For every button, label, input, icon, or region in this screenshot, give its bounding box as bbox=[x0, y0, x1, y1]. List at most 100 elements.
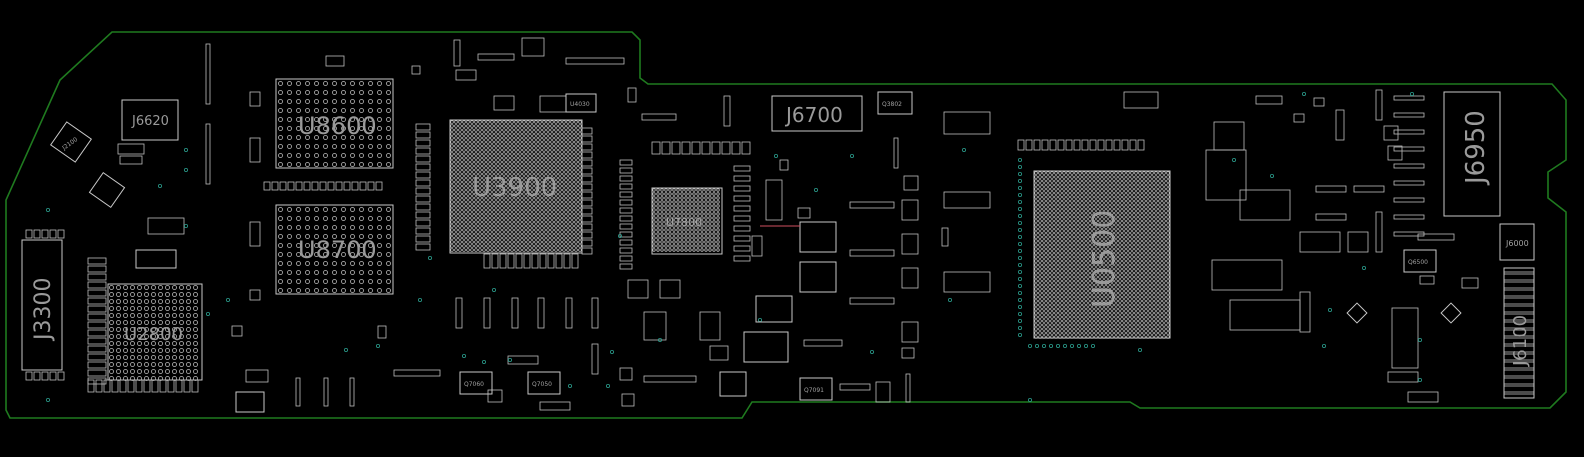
chip-u8600[interactable] bbox=[275, 78, 394, 169]
via bbox=[205, 311, 210, 316]
via bbox=[46, 207, 51, 212]
via bbox=[1418, 377, 1423, 382]
smd-part bbox=[1315, 185, 1347, 193]
part-diamond-1[interactable] bbox=[1346, 302, 1368, 324]
via bbox=[1018, 241, 1023, 246]
via bbox=[1270, 173, 1275, 178]
via bbox=[1028, 397, 1033, 402]
smd-part bbox=[295, 377, 301, 407]
via bbox=[183, 167, 188, 172]
smd-part bbox=[1387, 145, 1403, 161]
via bbox=[1418, 337, 1423, 342]
via bbox=[1018, 185, 1023, 190]
strip-u05-top bbox=[1017, 139, 1145, 151]
via bbox=[417, 297, 422, 302]
smd-part bbox=[1213, 121, 1245, 151]
via bbox=[1018, 332, 1023, 337]
chip-u8700[interactable] bbox=[275, 204, 394, 295]
part-q7060d[interactable] bbox=[755, 295, 793, 323]
connector-j6100[interactable] bbox=[1503, 267, 1535, 399]
strip-u28-left bbox=[87, 257, 107, 385]
part-q7060[interactable] bbox=[459, 371, 493, 395]
via bbox=[1018, 178, 1023, 183]
via bbox=[1302, 92, 1307, 97]
strip-u78-top bbox=[651, 141, 751, 155]
connector-j6700[interactable] bbox=[771, 95, 863, 132]
part-q7060e[interactable] bbox=[743, 331, 789, 363]
via bbox=[1018, 276, 1023, 281]
smd-part bbox=[699, 311, 721, 341]
connector-j6620[interactable] bbox=[121, 99, 179, 141]
via bbox=[1410, 92, 1415, 97]
via bbox=[1018, 206, 1023, 211]
smd-part bbox=[205, 123, 211, 185]
via bbox=[1018, 325, 1023, 330]
smd-part bbox=[453, 39, 461, 67]
part-q7050[interactable] bbox=[527, 371, 561, 395]
board-outline bbox=[5, 31, 1567, 419]
part-q3802[interactable] bbox=[877, 91, 913, 115]
smd-part bbox=[643, 311, 667, 341]
smd-part bbox=[893, 137, 899, 169]
chip-u7800[interactable] bbox=[651, 187, 723, 255]
label-u7800: U7800 bbox=[666, 216, 702, 229]
connector-j3300[interactable] bbox=[21, 239, 63, 371]
label-q6500: Q6500 bbox=[1408, 259, 1428, 266]
label-u0500: U0500 bbox=[1087, 210, 1122, 308]
smd-part bbox=[849, 249, 895, 257]
label-u2800: U2800 bbox=[124, 324, 183, 345]
via bbox=[1042, 343, 1047, 348]
via bbox=[1018, 255, 1023, 260]
via bbox=[183, 147, 188, 152]
smd-part bbox=[537, 297, 545, 329]
via bbox=[1063, 343, 1068, 348]
via bbox=[948, 297, 953, 302]
via bbox=[1018, 311, 1023, 316]
smd-part bbox=[539, 401, 571, 411]
smd-part bbox=[455, 297, 463, 329]
via bbox=[1084, 343, 1089, 348]
via bbox=[1018, 234, 1023, 239]
via bbox=[1018, 290, 1023, 295]
smd-part bbox=[591, 297, 599, 329]
vias bbox=[46, 92, 1423, 402]
smd-part bbox=[377, 325, 387, 339]
strip-u39-right bbox=[581, 127, 593, 255]
smd-part bbox=[411, 65, 421, 75]
label-j6620: J6620 bbox=[131, 114, 169, 129]
via bbox=[1232, 157, 1237, 162]
smd-part bbox=[119, 155, 143, 165]
part-j3500[interactable] bbox=[235, 391, 265, 413]
smd-part bbox=[1419, 275, 1435, 285]
via bbox=[1018, 213, 1023, 218]
u7800-balls bbox=[652, 188, 720, 252]
part-q7060c[interactable] bbox=[799, 261, 837, 293]
smd-part bbox=[903, 175, 919, 191]
via bbox=[1028, 343, 1033, 348]
part-q7091[interactable] bbox=[799, 377, 833, 401]
smd-part bbox=[901, 347, 915, 359]
smd-part bbox=[205, 43, 211, 105]
part-diamond-2[interactable] bbox=[1440, 302, 1462, 324]
smd-part bbox=[249, 91, 261, 107]
smd-part bbox=[723, 95, 731, 127]
part-j2100[interactable] bbox=[49, 121, 93, 163]
part-u2880[interactable] bbox=[135, 249, 177, 269]
connector-j6000[interactable] bbox=[1499, 223, 1535, 261]
smd-part bbox=[147, 217, 185, 235]
part-q6500[interactable] bbox=[1403, 249, 1437, 273]
part-q7060b[interactable] bbox=[799, 221, 837, 253]
part-q7065[interactable] bbox=[719, 371, 747, 397]
via bbox=[1018, 171, 1023, 176]
u3900-balls bbox=[450, 120, 582, 252]
part-j-small[interactable] bbox=[88, 172, 126, 208]
part-u4030[interactable] bbox=[565, 93, 597, 113]
smd-part bbox=[941, 227, 949, 247]
via bbox=[1056, 343, 1061, 348]
via bbox=[1018, 164, 1023, 169]
via bbox=[1018, 269, 1023, 274]
u8600-balls bbox=[278, 81, 391, 167]
connector-j6950[interactable] bbox=[1443, 91, 1501, 217]
chip-u0500[interactable] bbox=[1033, 170, 1171, 339]
